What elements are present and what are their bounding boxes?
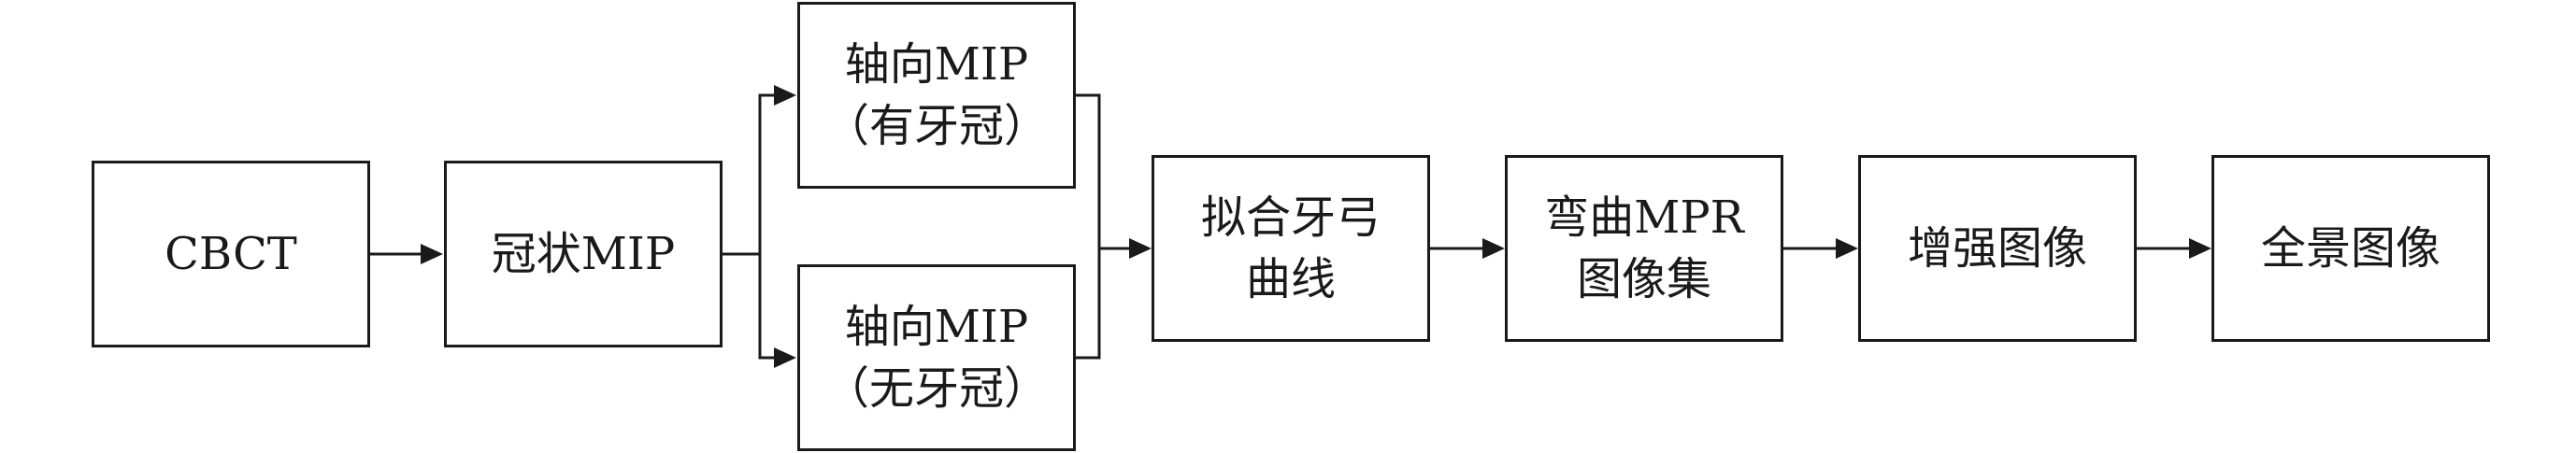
node-curved-mpr-image-set-line2: 图像集	[1576, 253, 1711, 305]
node-panoramic-image-label: 全景图像	[2260, 222, 2440, 275]
edge-split-to-axial-crown	[758, 93, 776, 254]
arrowhead-icon	[1836, 238, 1858, 259]
node-axial-mip-with-crown: 轴向MIP （有牙冠）	[797, 2, 1076, 189]
node-coronal-mip: 冠状MIP	[444, 161, 723, 347]
arrowhead-icon	[1129, 238, 1152, 259]
node-curved-mpr-image-set-line1: 弯曲MPR	[1544, 191, 1744, 244]
node-cbct: CBCT	[92, 161, 370, 347]
node-cbct-label: CBCT	[165, 228, 297, 280]
node-coronal-mip-label: 冠状MIP	[491, 228, 676, 280]
node-curved-mpr-image-set: 弯曲MPR 图像集	[1505, 155, 1783, 342]
node-axial-mip-without-crown: 轴向MIP （无牙冠）	[797, 264, 1076, 451]
arrowhead-icon	[421, 244, 443, 264]
edge-split-to-axial-no-crown	[758, 254, 776, 360]
node-panoramic-image: 全景图像	[2211, 155, 2490, 342]
node-fit-dental-arch-curve-line1: 拟合牙弓	[1200, 191, 1381, 244]
node-fit-dental-arch-curve-line2: 曲线	[1245, 253, 1336, 305]
node-fit-dental-arch-curve: 拟合牙弓 曲线	[1152, 155, 1430, 342]
arrowhead-icon	[774, 85, 796, 106]
node-axial-mip-with-crown-line2: （有牙冠）	[823, 100, 1049, 152]
node-enhanced-image: 增强图像	[1858, 155, 2137, 342]
node-axial-mip-with-crown-line1: 轴向MIP	[844, 38, 1029, 91]
node-axial-mip-without-crown-line2: （无牙冠）	[823, 362, 1049, 415]
arrowhead-icon	[774, 347, 796, 368]
arrowhead-icon	[1482, 238, 1505, 259]
node-axial-mip-without-crown-line1: 轴向MIP	[844, 301, 1029, 353]
arrowhead-icon	[2189, 238, 2211, 259]
edge-axial-crown-to-merge	[1076, 93, 1101, 360]
node-enhanced-image-label: 增强图像	[1907, 222, 2087, 275]
